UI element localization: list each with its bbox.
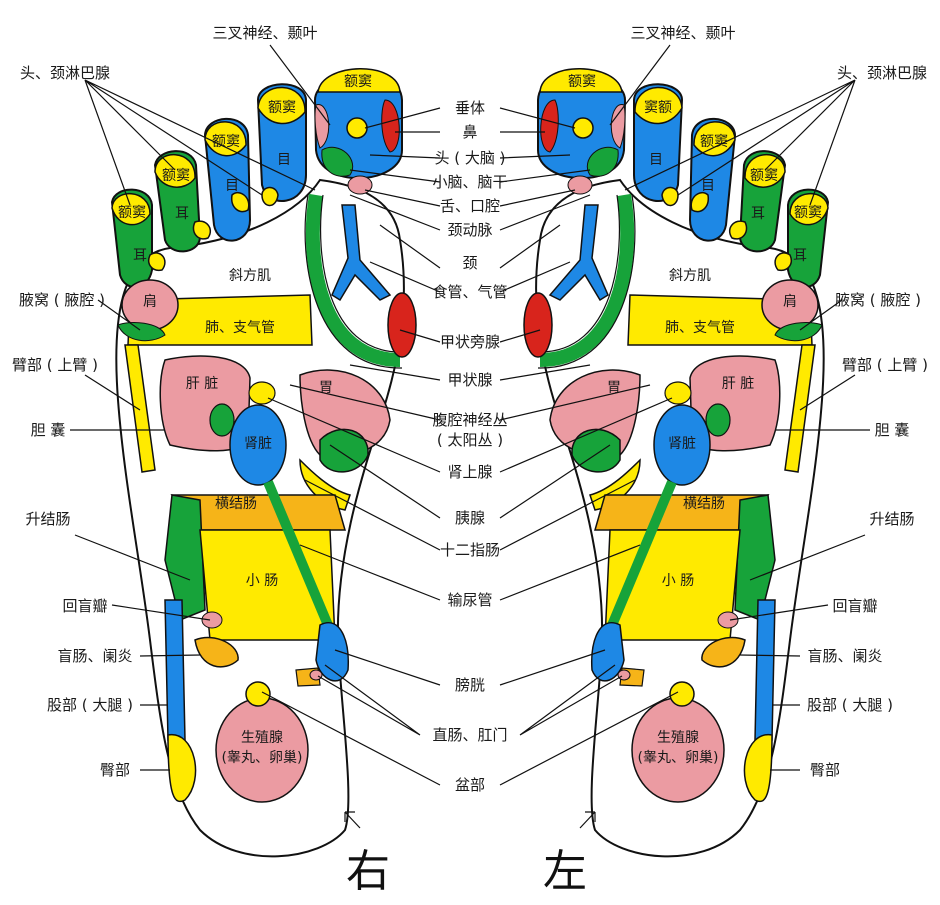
- left-sinus-alt-label: 窦额: [644, 100, 672, 116]
- right-upper-arm-label: 臂部 ( 上臂 ): [12, 356, 98, 374]
- right-armpit-label: 腋窝 ( 腋腔 ): [19, 291, 105, 309]
- left-ear-label-2: 耳: [793, 248, 807, 264]
- left-colon-label: 横结肠: [683, 496, 725, 512]
- right-trapezius-label: 斜方肌: [229, 268, 271, 284]
- right-shoulder-label: 肩: [143, 294, 157, 310]
- left-sinus-label: 额窦: [568, 74, 596, 90]
- left-hip-label: 臀部: [810, 761, 840, 779]
- left-small-intestine-label: 小 肠: [662, 573, 694, 589]
- left-trapezius-label: 斜方肌: [669, 268, 711, 284]
- left-shoulder-label: 肩: [783, 294, 797, 310]
- left-liver-label: 肝 脏: [722, 376, 754, 392]
- center-label-pancreas: 胰腺: [455, 509, 485, 527]
- right-sinus-label-5: 额窦: [118, 205, 146, 221]
- left-lung-label: 肺、支气管: [665, 320, 735, 336]
- left-ascending-colon-label: 升结肠: [869, 510, 914, 528]
- center-label-solar-plexus: 腹腔神经丛: [432, 411, 507, 429]
- center-label-esophagus: 食管、气管: [432, 283, 507, 301]
- right-lymph-label: 头、颈淋巴腺: [20, 64, 110, 82]
- right-small-intestine-label: 小 肠: [246, 573, 278, 589]
- left-armpit-label: 腋窝 ( 腋腔 ): [835, 291, 921, 309]
- left-gallbladder-label: 胆 囊: [875, 421, 910, 439]
- center-label-pituitary: 垂体: [455, 99, 485, 117]
- right-gallbladder-label: 胆 囊: [31, 421, 66, 439]
- center-label-pelvis: 盆部: [455, 776, 485, 794]
- left-sinus-label-4: 额窦: [750, 168, 778, 184]
- left-ear-label: 耳: [751, 206, 765, 222]
- right-sinus-label-4: 额窦: [162, 168, 190, 184]
- left-sinus-label-5: 额窦: [794, 205, 822, 221]
- left-ileocecal-label: 回盲瓣: [832, 597, 877, 615]
- center-label-cerebellum: 小脑、脑干: [432, 173, 507, 191]
- right-ear-label-2: 耳: [133, 248, 147, 264]
- center-label-ureter: 输尿管: [447, 591, 492, 609]
- right-foot: [110, 68, 417, 858]
- center-label-neck: 颈: [462, 254, 477, 272]
- left-sinus-label-3: 额窦: [700, 134, 728, 150]
- right-hip-label: 臀部: [100, 761, 130, 779]
- right-liver-label: 肝 脏: [186, 376, 218, 392]
- center-label-solar-plexus-2: ( 太阳丛 ): [437, 431, 503, 449]
- left-thigh-label: 股部 ( 大腿 ): [807, 696, 893, 714]
- right-colon-label: 横结肠: [215, 496, 257, 512]
- left-cecum-label: 盲肠、阑炎: [807, 647, 882, 665]
- left-eye-label-2: 目: [701, 178, 715, 194]
- right-gonad-label-2: (睾丸、卵巢): [222, 750, 303, 766]
- center-label-adrenal: 肾上腺: [447, 463, 492, 481]
- center-label-duodenum: 十二指肠: [440, 541, 500, 559]
- center-label-carotid: 颈动脉: [447, 221, 492, 239]
- right-trigeminal-label: 三叉神经、颞叶: [212, 24, 317, 42]
- left-foot-char: 左: [543, 846, 587, 897]
- right-lung-label: 肺、支气管: [205, 320, 275, 336]
- center-label-brain: 头 ( 大脑 ): [434, 149, 505, 167]
- center-label-thyroid: 甲状腺: [447, 371, 492, 389]
- right-sinus-label-3: 额窦: [212, 134, 240, 150]
- right-gonad-label: 生殖腺: [241, 729, 283, 746]
- right-eye-label: 目: [277, 152, 291, 168]
- right-sinus-label: 额窦: [344, 74, 372, 90]
- left-gonad-label: 生殖腺: [657, 729, 699, 746]
- center-label-parathyroid: 甲状旁腺: [440, 333, 500, 351]
- left-lymph-label: 头、颈淋巴腺: [837, 64, 927, 82]
- left-trigeminal-label: 三叉神经、颞叶: [630, 24, 735, 42]
- right-thigh-label: 股部 ( 大腿 ): [47, 696, 133, 714]
- right-ascending-colon-label: 升结肠: [25, 510, 70, 528]
- right-sinus-label-2: 额窦: [268, 100, 296, 116]
- right-ileocecal-label: 回盲瓣: [62, 597, 107, 615]
- center-label-tongue: 舌、口腔: [440, 197, 500, 215]
- left-kidney-label: 肾脏: [668, 436, 696, 452]
- left-gonad-label-2: (睾丸、卵巢): [638, 750, 719, 766]
- center-label-rectum: 直肠、肛门: [432, 726, 507, 744]
- right-eye-label-2: 目: [225, 178, 239, 194]
- center-label-nose: 鼻: [462, 123, 477, 141]
- left-foot: [523, 68, 830, 858]
- left-upper-arm-label: 臂部 ( 上臂 ): [842, 356, 928, 374]
- left-eye-label: 目: [649, 152, 663, 168]
- right-foot-char: 右: [346, 846, 390, 897]
- right-cecum-label: 盲肠、阑炎: [57, 647, 132, 665]
- right-ear-label: 耳: [175, 206, 189, 222]
- center-label-bladder: 膀胱: [455, 676, 485, 694]
- right-kidney-label: 肾脏: [244, 436, 272, 452]
